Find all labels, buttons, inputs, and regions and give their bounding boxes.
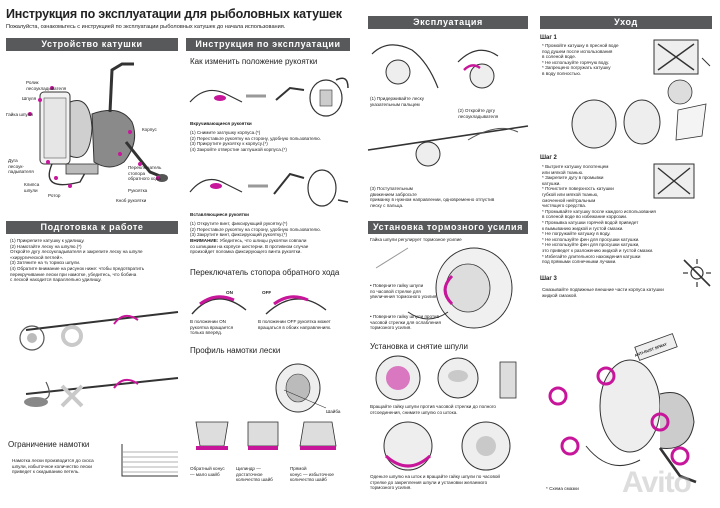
stopper-on-label: ON: [226, 290, 233, 295]
stopper-on-text: В положении ON рукоятка вращается только…: [190, 319, 234, 336]
label-stopper: Переключатель стопора обратного хода: [128, 165, 162, 182]
spool-remove-illustration: [375, 355, 517, 401]
stopper-off-label: OFF: [262, 290, 272, 295]
insert-handle-illustration: [189, 169, 349, 207]
insert-handle-title: Вставляющиеся рукоятки: [190, 212, 250, 217]
care-step1-text: * Промойте катушку в пресной воде под ду…: [542, 43, 619, 76]
label-bail: Дуга лесоук- ладывателя: [8, 158, 34, 175]
stopper-title: Переключатель стопора обратного хода: [190, 268, 340, 277]
warning-text: Убедитесь, что шлицы рукоятки совпали со…: [190, 238, 309, 255]
usage-illustration: [367, 44, 529, 167]
drag-counterclockwise: • Поверните гайку шпули против часовой с…: [370, 314, 441, 331]
usage-banner: Эксплуатация: [368, 16, 528, 29]
label-handle-knob: Кноб рукоятки: [116, 198, 147, 203]
page-title: Инструкция по эксплуатации для рыболовны…: [6, 7, 342, 21]
care-step3-title: Шаг 3: [540, 276, 557, 282]
usage-step1: (1) Придерживайте леску указательным пал…: [370, 96, 425, 107]
device-banner: Устройство катушки: [6, 38, 178, 51]
lubrication-illustration: [548, 333, 697, 484]
label-roller: Ролик лесоукладывателя: [26, 80, 67, 91]
care-banner: Уход: [540, 16, 712, 29]
sun-icon: [683, 259, 711, 287]
preparation-illustration: [19, 311, 179, 408]
label-spool: Шпуля: [22, 96, 37, 101]
washer-label: Шайба: [326, 409, 341, 414]
drag-banner: Установка тормозного усилия: [368, 221, 528, 234]
stopper-illustration: [191, 295, 327, 315]
winding-text: Намотка лески производится до скоса шпул…: [12, 458, 94, 475]
reel-diagram: [28, 62, 168, 188]
lubrication-caption: * Схема смазки: [546, 486, 579, 491]
care-step1-title: Шаг 1: [540, 35, 557, 41]
screw-handle-steps: (1) Снимите заглушку корпуса.(*) (2) Пер…: [190, 130, 321, 152]
insert-handle-steps: (1) Открутите винт, фиксирующий рукоятку…: [190, 221, 321, 238]
avito-watermark: Avito: [622, 466, 692, 499]
profile-caption-forward: Прямой конус — избыточное количество шай…: [290, 466, 334, 483]
label-body: Корпус: [142, 127, 157, 132]
winding-diagram: [121, 444, 178, 477]
winding-title: Ограничение намотки: [8, 440, 90, 449]
spool-change-title: Установка и снятие шпули: [370, 342, 468, 351]
label-handle: Рукоятка: [128, 188, 148, 193]
profile-illustration: [195, 363, 337, 450]
page-subtitle: Пожалуйста, ознакомьтесь с инструкцией п…: [6, 24, 286, 30]
spool-install-text: Оденьте шпулю на шток и вращайте гайку ш…: [370, 474, 500, 491]
preparation-text: (1) Прикрепите катушку к удилищу. (2) На…: [10, 238, 145, 283]
care-wash-illustration: [571, 99, 707, 149]
spool-install-illustration: [383, 421, 511, 471]
insert-handle-warning: ВНИМАНИЕ: Убедитесь, что шлицы рукоятки …: [190, 238, 350, 255]
screw-handle-illustration: [189, 77, 349, 117]
usage-step3: (3) Поступательным движением забросьте п…: [370, 186, 495, 208]
handle-change-title: Как изменить положение рукоятки: [190, 57, 318, 66]
label-spool-nut: Гайка шпули: [6, 112, 33, 117]
preparation-banner: Подготовка к работе: [6, 221, 178, 234]
care-step1-illustration: [653, 39, 711, 105]
warning-label: ВНИМАНИЕ:: [190, 238, 219, 243]
care-step2-illustration: [653, 163, 695, 199]
profile-caption-reverse: Обратный конус — мало шайб: [190, 466, 225, 477]
operation-banner: Инструкция по эксплуатации: [186, 38, 350, 51]
drag-intro: Гайка шпули регулирует тормозное усилие: [370, 237, 462, 242]
drag-clockwise: • Поверните гайку шпули по часовой стрел…: [370, 283, 438, 300]
drag-illustration: [375, 247, 513, 329]
usage-step2: (2) Откройте дугу лесоукладывателя: [458, 108, 499, 119]
profile-caption-cylinder: Цилиндр — достаточное количество шайб: [236, 466, 273, 483]
care-step2-title: Шаг 2: [540, 155, 557, 161]
screw-handle-title: Вкручивающиеся рукоятки: [190, 121, 252, 126]
care-step3-text: Смазывайте подвижные внешние части корпу…: [542, 287, 664, 298]
stopper-off-text: В положении OFF рукоятка может вращаться…: [258, 319, 332, 330]
spool-remove-text: Вращайте гайку шпули против часовой стре…: [370, 404, 496, 415]
profile-title: Профиль намотки лески: [190, 346, 281, 355]
label-bail-clip: Клипса шпули: [24, 182, 40, 193]
label-rotor: Ротор: [48, 193, 61, 198]
care-step2-text: * Вытрите катушку полотенцем или мягкой …: [542, 164, 656, 265]
